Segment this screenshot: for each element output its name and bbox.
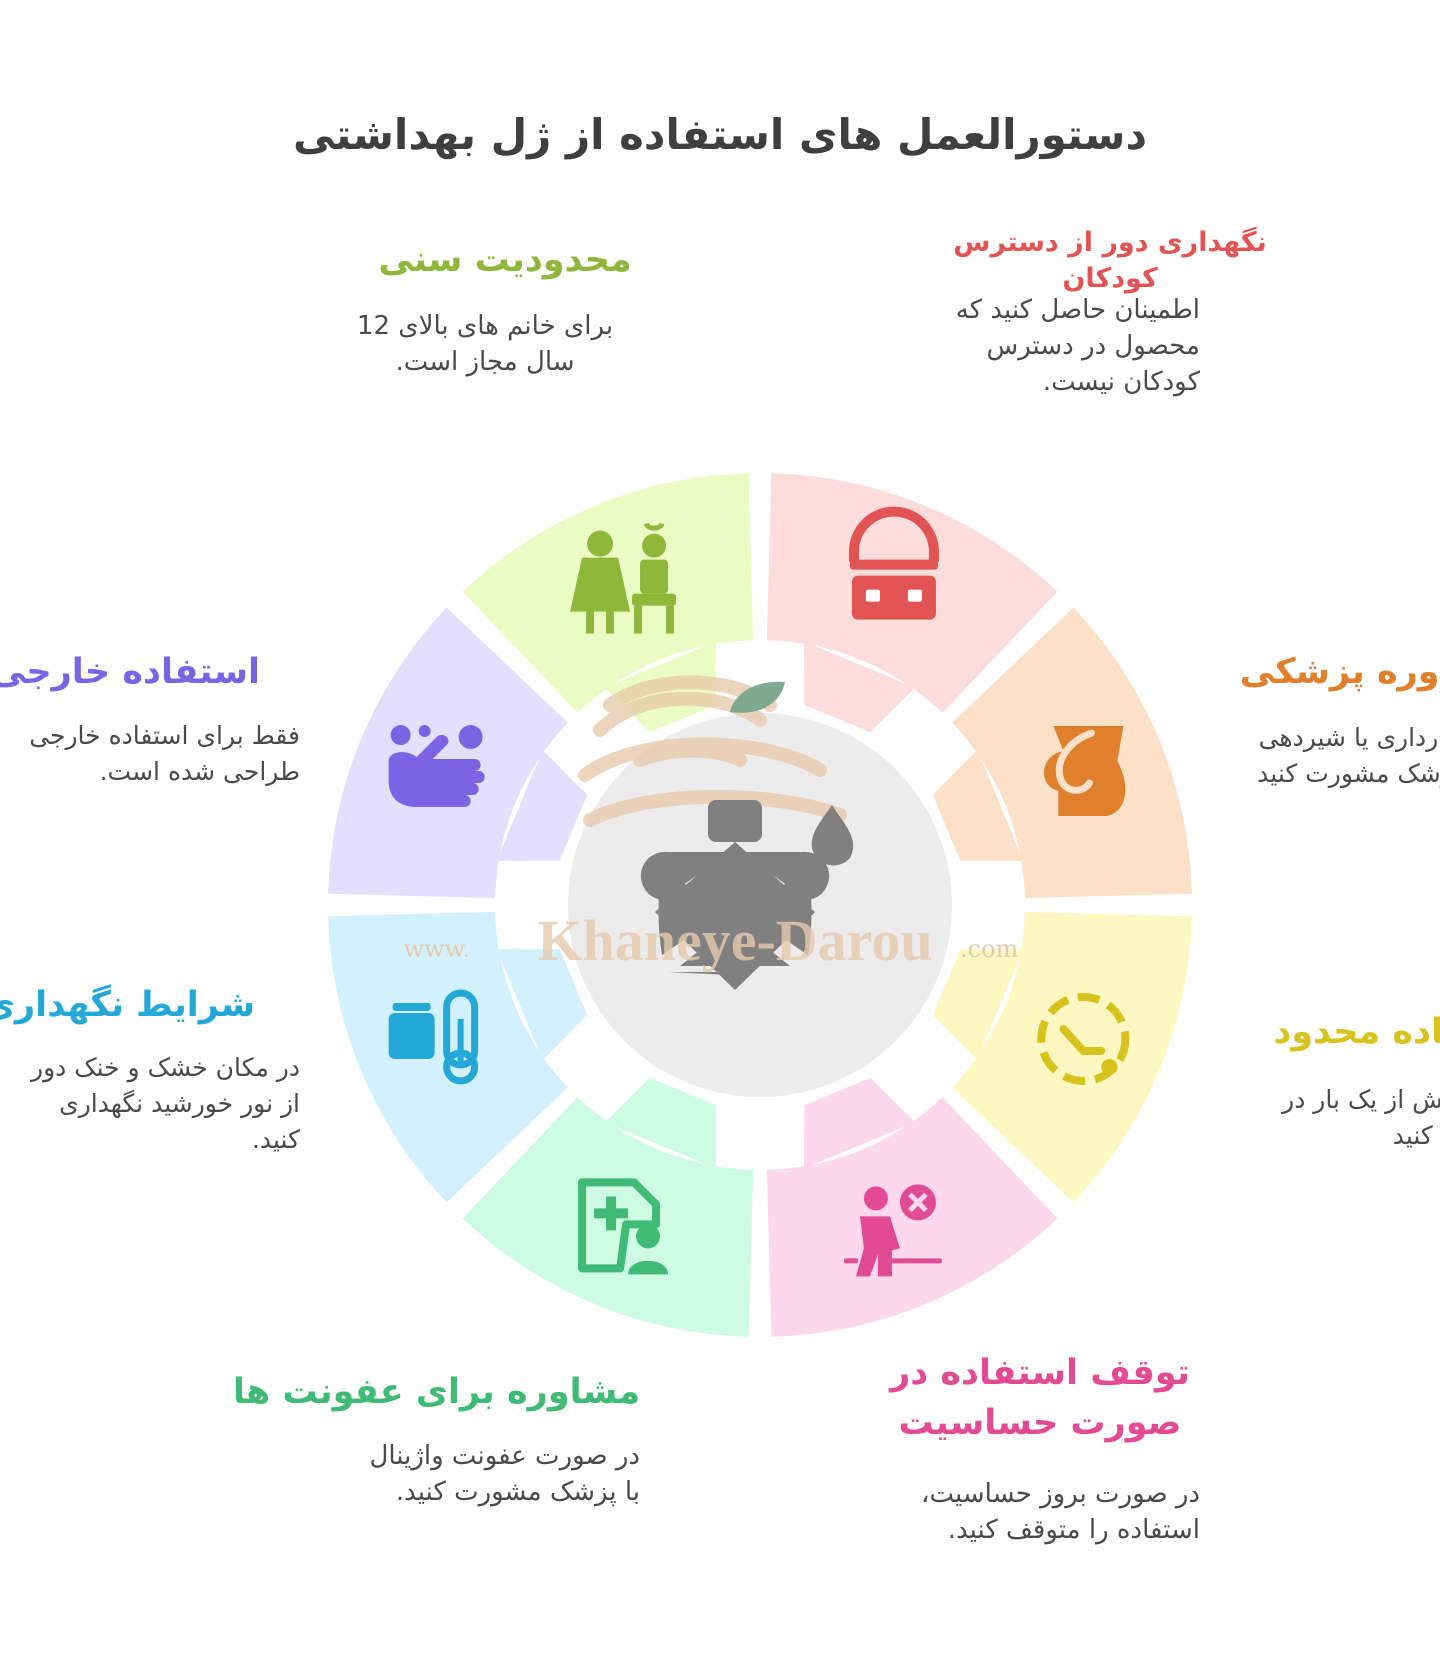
body-line: در بارداری یا شیردهی [1258,723,1440,752]
segment-connector-storage [496,949,588,1061]
body-line: در مکان خشک و خنک دور [31,1053,300,1082]
body-line: خودداری کنید [1392,1121,1440,1150]
body-line: طراحی شده است. [99,757,300,786]
body-line: در صورت بروز حساسیت، [921,1479,1200,1509]
heading-age-limit: محدودیت سنی [378,240,632,280]
watermark-suffix: .com [960,935,1019,963]
heading-medical-consult: مشاوره پزشکی [1239,652,1440,692]
body-line: از نور خورشید نگهداری [59,1089,300,1118]
segment-connector-limited [932,949,1024,1061]
mother-and-child-icon [570,522,677,634]
body-line: فقط برای استفاده خارجی [29,721,300,750]
padlock-box-icon [848,506,939,620]
heading-line: توقف استفاده در [890,1353,1190,1393]
body-line: با پزشک مشورت کنید [1257,759,1440,788]
body-line: با پزشک مشورت کنید. [395,1477,640,1507]
segment-connector-external [496,749,588,861]
body-limited-use: روزانه بیش از یک بار در خودداری کنید [1150,1082,1440,1154]
leaf-icon [730,681,785,713]
body-storage-conditions: در مکان خشک و خنک دور از نور خورشید نگهد… [0,1050,300,1158]
heading-line: نگهداری دور از دسترس [953,227,1267,258]
heading-external-use: استفاده خارجی [0,652,260,692]
body-line: استفاده را متوقف کنید. [947,1515,1200,1545]
body-keep-from-children: اطمینان حاصل کنید که محصول در دسترس کودک… [900,292,1200,400]
heading-keep-from-children: نگهداری دور از دسترس کودکان [930,225,1290,297]
body-line: برای خانم های بالای 12 [356,311,614,341]
body-line: سال مجاز است. [395,347,575,377]
timer-icon [1037,992,1130,1085]
gel-bottle-with-drop-icon [640,800,854,990]
body-infection-consult: در صورت عفونت واژینال با پزشک مشورت کنید… [300,1438,640,1510]
segment-connector-medical [932,749,1024,861]
segment-connector-allergy [804,1077,916,1169]
body-line: کودکان نیست. [1042,367,1200,397]
body-age-limit: برای خانم های بالای 12 سال مجاز است. [340,308,630,380]
heading-stop-on-allergy: توقف استفاده در صورت حساسیت [880,1348,1200,1448]
body-line: اطمینان حاصل کنید که [955,295,1200,325]
heading-limited-use: استفاده محدود [1273,1012,1440,1052]
body-stop-on-allergy: در صورت بروز حساسیت، استفاده را متوقف کن… [880,1476,1200,1548]
wheel-segment-external [328,607,568,899]
body-line: محصول در دسترس [986,331,1200,361]
heading-line: صورت حساسیت [898,1403,1182,1443]
wheel-segment-limited [952,911,1192,1203]
medical-record-user-icon [578,1178,669,1275]
segment-connector-infection [604,1077,716,1169]
pregnant-belly-icon [1043,726,1126,817]
watermark-brand: Khaneye-Darou [537,908,932,973]
heading-infection-consult: مشاوره برای عفونت ها [232,1372,640,1412]
person-cancel-icon [843,1184,942,1277]
body-medical-consult: در بارداری یا شیردهی با پزشک مشورت کنید [1124,720,1440,792]
body-line: در صورت عفونت واژینال [369,1441,640,1471]
body-line: روزانه بیش از یک بار در [1282,1085,1440,1114]
box-thermometer-icon [388,989,479,1085]
body-line: کنید. [251,1125,300,1154]
heading-line: کودکان [1062,263,1158,294]
segment-connector-children [804,641,916,733]
watermark-prefix: www. [404,935,470,963]
body-external-use: فقط برای استفاده خارجی طراحی شده است. [0,718,300,790]
hand-washing-icon [388,725,485,808]
heading-storage-conditions: شرایط نگهداری [0,985,255,1025]
page-title: دستورالعمل های استفاده از ژل بهداشتی [292,110,1147,159]
